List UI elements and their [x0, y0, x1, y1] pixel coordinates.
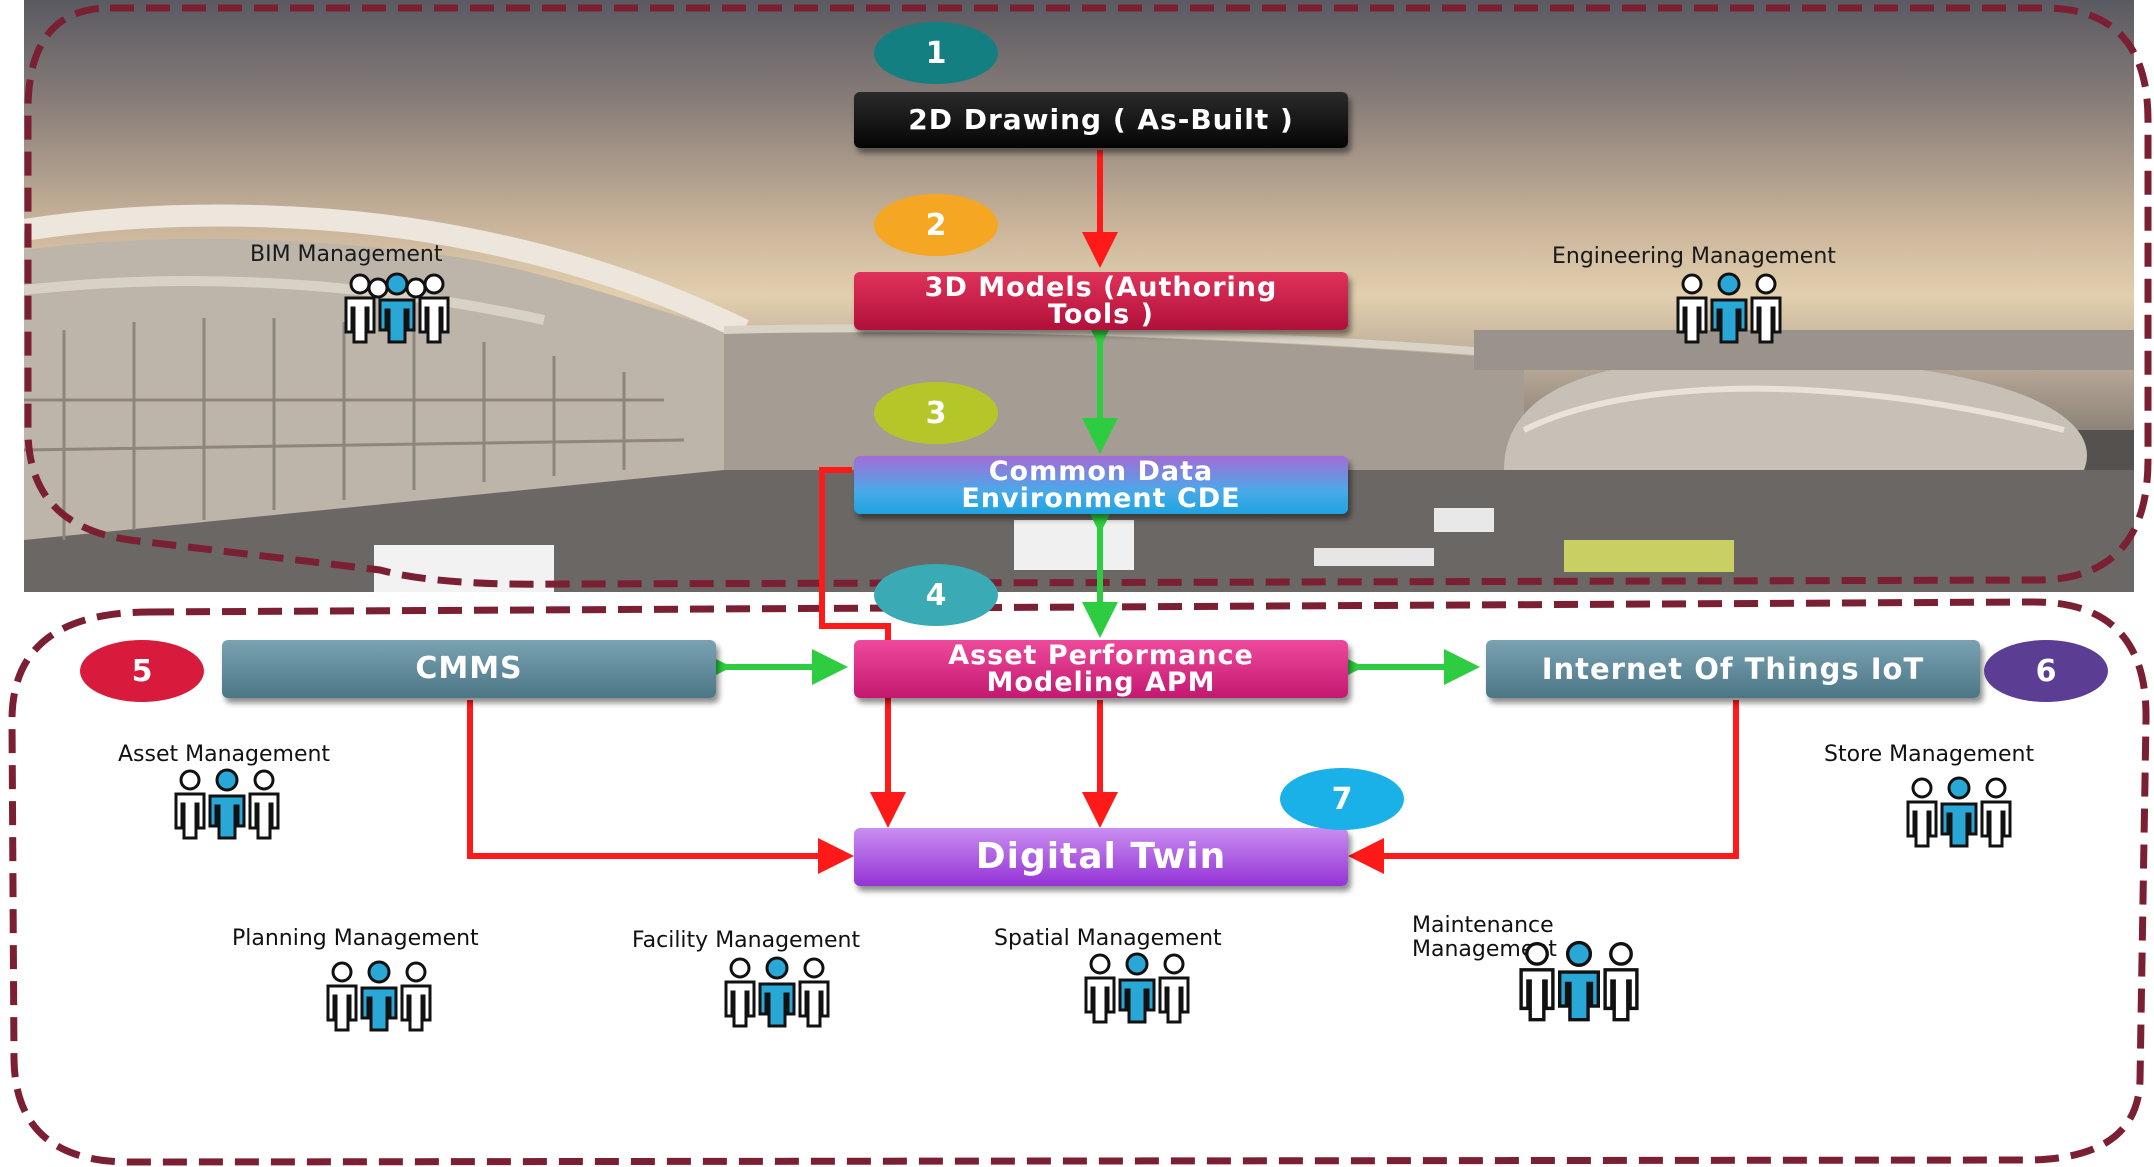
box-cde-label-line2: Environment CDE — [961, 483, 1241, 514]
step-badge-7-number: 7 — [1331, 781, 1353, 817]
role-facility-management-label: Facility Management — [632, 928, 861, 953]
people-group-icon — [1084, 952, 1190, 1024]
role-maintenance-management-label-line1: Maintenance — [1412, 913, 1554, 938]
people-group-icon — [326, 960, 432, 1032]
box-apm-label-line2: Modeling APM — [986, 667, 1216, 698]
step-badge-2-number: 2 — [925, 207, 947, 243]
step-badge-7: 7 — [1280, 768, 1404, 830]
step-badge-6: 6 — [1984, 640, 2108, 702]
role-planning-management: Planning Management — [232, 926, 479, 951]
box-cde-label-line1: Common Data — [988, 456, 1214, 487]
box-apm-label-line1: Asset Performance — [948, 640, 1254, 671]
box-apm: Asset Performance Modeling APM — [854, 640, 1348, 698]
lower-dashed-frame — [8, 598, 2150, 1166]
step-badge-3: 3 — [874, 382, 998, 444]
role-asset-management: Asset Management — [118, 742, 330, 767]
role-asset-management-label: Asset Management — [118, 742, 331, 767]
box-iot: Internet Of Things IoT — [1486, 640, 1980, 698]
step-badge-2: 2 — [874, 194, 998, 256]
role-bim-management: BIM Management — [250, 242, 442, 267]
step-badge-5: 5 — [80, 640, 204, 702]
box-3d-models: 3D Models (Authoring Tools ) — [854, 272, 1348, 330]
people-group-icon — [1906, 776, 2012, 848]
box-2d-drawing-label: 2D Drawing ( As-Built ) — [908, 103, 1294, 136]
role-facility-management: Facility Management — [632, 928, 860, 953]
role-planning-management-label: Planning Management — [232, 926, 479, 951]
step-badge-4-number: 4 — [925, 577, 947, 613]
step-badge-4: 4 — [874, 564, 998, 626]
role-engineering-management: Engineering Management — [1552, 244, 1836, 269]
box-digital-twin: Digital Twin — [854, 828, 1348, 886]
people-group-icon — [724, 956, 830, 1028]
step-badge-1-number: 1 — [925, 35, 947, 71]
people-group-icon — [1676, 272, 1782, 344]
box-cmms-label: CMMS — [415, 651, 523, 686]
arrow-iot-to-twin — [1348, 700, 1739, 874]
box-cde: Common Data Environment CDE — [854, 456, 1348, 514]
box-digital-twin-label: Digital Twin — [975, 836, 1227, 877]
people-group-icon — [1519, 940, 1639, 1022]
step-badge-3-number: 3 — [925, 395, 947, 431]
box-2d-drawing: 2D Drawing ( As-Built ) — [854, 92, 1348, 148]
people-group-icon — [174, 768, 280, 840]
role-spatial-management-label: Spatial Management — [994, 926, 1222, 951]
step-badge-6-number: 6 — [2035, 653, 2057, 689]
role-engineering-management-label: Engineering Management — [1552, 244, 1836, 269]
arrow-cmms-to-twin — [467, 700, 854, 874]
box-cmms: CMMS — [222, 640, 716, 698]
step-badge-1: 1 — [874, 22, 998, 84]
box-3d-models-label-line2: Tools ) — [1048, 299, 1154, 330]
role-spatial-management: Spatial Management — [994, 926, 1222, 951]
upper-dashed-frame — [24, 4, 2152, 588]
role-store-management-label: Store Management — [1824, 742, 2035, 767]
step-badge-5-number: 5 — [131, 653, 153, 689]
box-3d-models-label-line1: 3D Models (Authoring — [924, 272, 1278, 303]
box-iot-label: Internet Of Things IoT — [1541, 651, 1925, 686]
role-store-management: Store Management — [1824, 742, 2034, 767]
role-bim-management-label: BIM Management — [250, 242, 443, 267]
people-group-icon — [344, 272, 450, 344]
